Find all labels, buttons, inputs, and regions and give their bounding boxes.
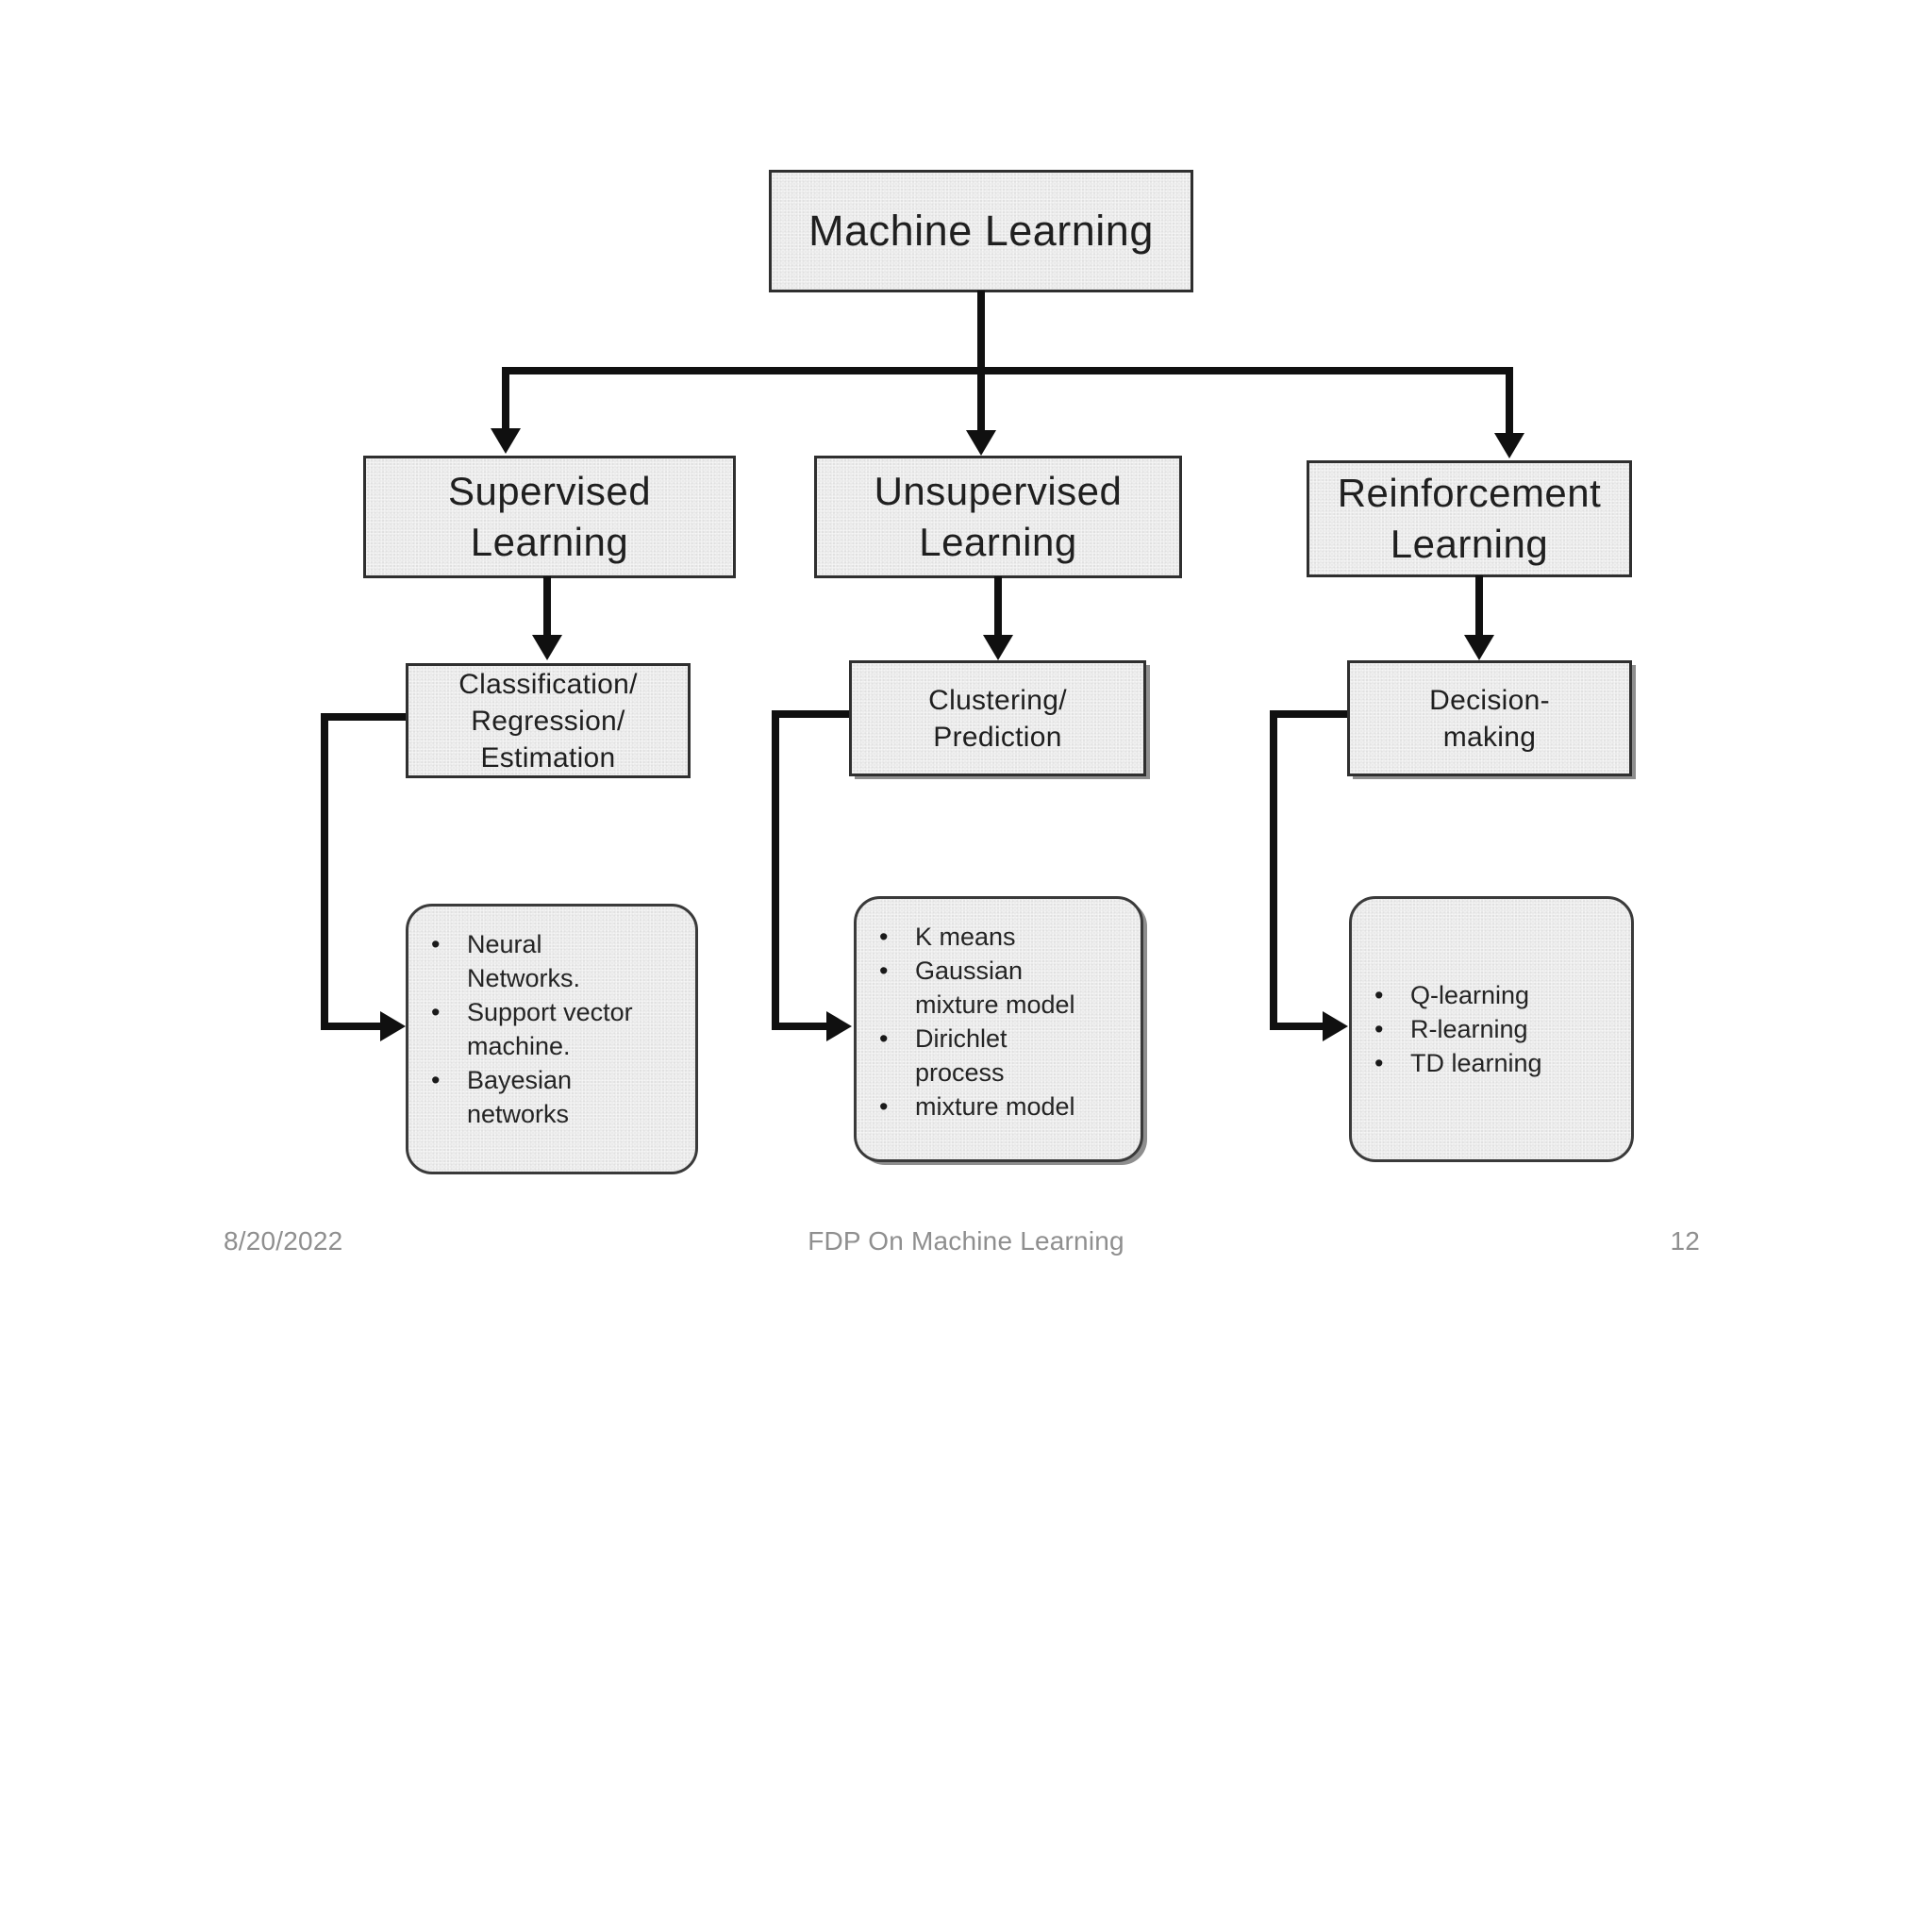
unsupervised-elbow-bottom-line bbox=[772, 1023, 828, 1030]
list-item: K means bbox=[874, 920, 1141, 954]
decision-making-box: Decision- making bbox=[1347, 660, 1632, 776]
arrow-right-icon bbox=[1323, 1011, 1348, 1041]
unsupervised-elbow-top-line bbox=[772, 710, 849, 718]
reinforcement-learning-label-line2: Learning bbox=[1390, 522, 1549, 566]
arrow-down-icon bbox=[966, 430, 996, 456]
branch-drop-left-line bbox=[502, 367, 509, 430]
footer-title: FDP On Machine Learning bbox=[808, 1226, 1124, 1256]
supervised-learning-label-line2: Learning bbox=[470, 520, 629, 564]
classification-label-line3: Estimation bbox=[480, 741, 616, 774]
machine-learning-label: Machine Learning bbox=[808, 207, 1154, 255]
decision-making-label-line2: making bbox=[1442, 721, 1537, 753]
classification-label-line1: Classification/ bbox=[458, 668, 638, 700]
supervised-learning-label-line1: Supervised bbox=[447, 469, 652, 513]
classification-label-line2: Regression/ bbox=[471, 705, 625, 737]
supervised-sub-line bbox=[543, 576, 551, 637]
list-item: TD learning bbox=[1369, 1046, 1631, 1080]
reinforcement-elbow-bottom-line bbox=[1270, 1023, 1324, 1030]
unsupervised-methods-box: K means Gaussian mixture model Dirichlet… bbox=[854, 896, 1143, 1162]
reinforcement-elbow-top-line bbox=[1270, 710, 1347, 718]
reinforcement-methods-list: Q-learning R-learning TD learning bbox=[1352, 978, 1631, 1080]
list-item: R-learning bbox=[1369, 1012, 1631, 1046]
unsupervised-methods-list: K means Gaussian mixture model Dirichlet… bbox=[857, 899, 1141, 1123]
list-item: Support vector machine. bbox=[425, 995, 695, 1063]
clustering-label-line1: Clustering/ bbox=[928, 684, 1067, 716]
unsupervised-learning-label-line1: Unsupervised bbox=[874, 469, 1123, 513]
arrow-right-icon bbox=[380, 1011, 406, 1041]
branch-drop-right-line bbox=[1506, 367, 1513, 435]
reinforcement-elbow-vertical-line bbox=[1270, 710, 1277, 1030]
list-item: Dirichlet process bbox=[874, 1022, 1141, 1090]
reinforcement-learning-box: Reinforcement Learning bbox=[1307, 460, 1632, 577]
arrow-down-icon bbox=[1464, 635, 1494, 660]
list-item: Q-learning bbox=[1369, 978, 1631, 1012]
list-item: Gaussian mixture model bbox=[874, 954, 1141, 1022]
arrow-down-icon bbox=[983, 635, 1013, 660]
reinforcement-methods-box: Q-learning R-learning TD learning bbox=[1349, 896, 1634, 1162]
machine-learning-box: Machine Learning bbox=[769, 170, 1193, 292]
reinforcement-sub-line bbox=[1475, 575, 1483, 637]
classification-regression-estimation-box: Classification/ Regression/ Estimation bbox=[406, 663, 691, 778]
list-item: Bayesian networks bbox=[425, 1063, 695, 1131]
arrow-down-icon bbox=[532, 635, 562, 660]
list-item: mixture model bbox=[874, 1090, 1141, 1123]
clustering-prediction-box: Clustering/ Prediction bbox=[849, 660, 1146, 776]
arrow-down-icon bbox=[491, 428, 521, 454]
branch-bar-line bbox=[502, 367, 1513, 374]
footer-page-number: 12 bbox=[1670, 1226, 1700, 1256]
supervised-learning-box: Supervised Learning bbox=[363, 456, 736, 578]
supervised-elbow-bottom-line bbox=[321, 1023, 383, 1030]
supervised-elbow-vertical-line bbox=[321, 713, 328, 1030]
footer-date: 8/20/2022 bbox=[224, 1226, 343, 1256]
supervised-methods-list: Neural Networks. Support vector machine.… bbox=[408, 907, 695, 1131]
unsupervised-sub-line bbox=[994, 576, 1002, 637]
supervised-methods-box: Neural Networks. Support vector machine.… bbox=[406, 904, 698, 1174]
trunk-line bbox=[977, 291, 985, 432]
arrow-down-icon bbox=[1494, 433, 1524, 458]
clustering-label-line2: Prediction bbox=[933, 721, 1062, 753]
unsupervised-elbow-vertical-line bbox=[772, 710, 779, 1030]
supervised-elbow-top-line bbox=[321, 713, 406, 721]
unsupervised-learning-box: Unsupervised Learning bbox=[814, 456, 1182, 578]
unsupervised-learning-label-line2: Learning bbox=[919, 520, 1077, 564]
list-item: Neural Networks. bbox=[425, 927, 695, 995]
reinforcement-learning-label-line1: Reinforcement bbox=[1337, 471, 1602, 515]
decision-making-label-line1: Decision- bbox=[1429, 684, 1550, 716]
arrow-right-icon bbox=[826, 1011, 852, 1041]
